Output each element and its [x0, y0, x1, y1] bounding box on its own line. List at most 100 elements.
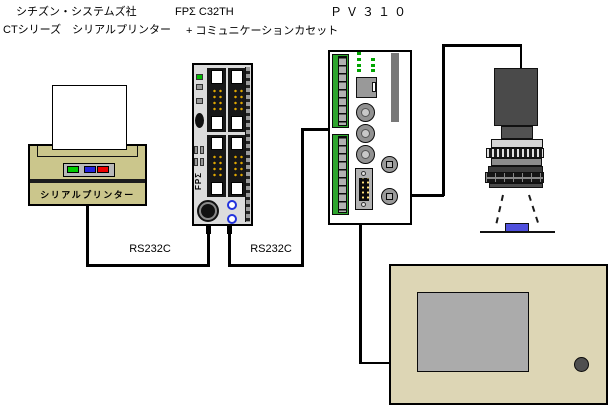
pv-dsub-connector[interactable] — [355, 168, 373, 210]
pv-led — [357, 69, 361, 72]
pv310-unit — [328, 50, 412, 225]
printer-title-line1: シチズン・システムズ社 — [16, 6, 137, 18]
camera-lens-front — [489, 183, 543, 188]
plc-cable-stub — [205, 226, 211, 234]
pv-led — [371, 69, 375, 72]
camera-zoom-ring-line — [486, 177, 543, 179]
pv-terminal-block-top — [332, 54, 349, 128]
plc-status-led — [196, 84, 203, 90]
printer-front-label: シリアルプリンター — [40, 190, 135, 200]
camera-mount-ring — [491, 139, 543, 148]
plc-power-led — [196, 74, 203, 80]
plc-terminal-slot — [231, 182, 243, 195]
plc-side-label: FPΣ — [194, 171, 203, 191]
cable-plc-to-pv-segment — [228, 226, 231, 266]
plc-terminal-block — [207, 68, 226, 132]
plc-pin-grid — [230, 87, 244, 113]
camera-body — [494, 68, 538, 126]
pv-ethernet-latch — [372, 82, 376, 92]
plc-terminal-block — [228, 68, 246, 132]
rs232c-label-right: RS232C — [250, 243, 292, 255]
plc-dip-switch[interactable] — [194, 158, 198, 166]
pv-camera-connector[interactable] — [381, 156, 398, 173]
cable-pv-to-camera-segment — [442, 44, 522, 47]
plc-terminal-slot — [210, 116, 223, 130]
camera-focus-ring[interactable] — [486, 148, 544, 158]
camera-neck — [501, 126, 533, 139]
plc-blue-port[interactable] — [227, 214, 237, 224]
pv-bnc-connector[interactable] — [356, 103, 375, 122]
pv-led — [357, 58, 361, 61]
printer-button-red[interactable] — [97, 166, 109, 173]
plc-terminal-slot — [231, 116, 243, 130]
pv-terminal-block-bottom — [332, 134, 349, 215]
conveyor-line — [480, 231, 555, 233]
plc-blue-port[interactable] — [227, 200, 237, 210]
monitor-knob[interactable] — [574, 357, 589, 372]
plc-terminal-block — [228, 135, 246, 197]
pv-camera-connector[interactable] — [381, 188, 398, 205]
plc-pin-grid — [210, 153, 223, 179]
cable-pv-to-camera-segment — [442, 44, 445, 196]
cable-pv-to-monitor-segment — [359, 224, 362, 364]
pv-terminal-screws — [338, 136, 347, 213]
camera-lens-barrel — [491, 158, 542, 166]
plc-status-led — [196, 98, 203, 104]
plc-terminal-slot — [210, 137, 223, 150]
pv-camera-connector-core — [385, 160, 393, 168]
plc-round-connector-core — [201, 204, 215, 218]
pv-camera-connector-core — [385, 192, 393, 200]
fov-line-left — [495, 194, 504, 224]
plc-pin-grid — [210, 87, 223, 113]
pv-led — [357, 64, 361, 67]
camera-zoom-ring[interactable] — [485, 172, 544, 183]
printer-top-outline — [37, 146, 138, 157]
printer-title-line2: CTシリーズ シリアルプリンター — [3, 24, 172, 36]
plc-terminal-slot — [210, 182, 223, 195]
printer-paper-sheet — [52, 85, 127, 150]
pv-terminal-screws — [338, 56, 347, 126]
plc-dip-switch[interactable] — [200, 146, 204, 154]
pv-bnc-connector[interactable] — [356, 124, 375, 143]
plc-terminal-slot — [231, 137, 243, 150]
fov-line-right — [528, 194, 539, 223]
dsub-screw — [361, 202, 366, 207]
pv-card-slot[interactable] — [391, 53, 399, 122]
serial-printer: シリアルプリンター — [28, 144, 147, 206]
plc-pin-grid — [230, 153, 244, 179]
printer-button-blue[interactable] — [84, 166, 96, 173]
cable-plc-to-pv-segment — [301, 128, 329, 131]
cable-pv-to-monitor-segment — [359, 361, 391, 364]
plc-round-connector[interactable] — [197, 200, 219, 222]
pv-led — [371, 64, 375, 67]
plc-terminal-slot — [210, 70, 223, 84]
plc-tool-port[interactable] — [195, 113, 204, 128]
plc-terminal-block — [207, 135, 226, 197]
plc-dip-switch[interactable] — [200, 158, 204, 166]
pv-bnc-core — [360, 128, 370, 138]
printer-button-panel — [63, 163, 115, 177]
plc-title-line1: FPΣ C32TH — [175, 6, 234, 18]
cable-plc-to-pv-segment — [301, 128, 304, 266]
pv310-title: ＰＶ３１０ — [330, 5, 411, 19]
printer-stripe — [30, 179, 145, 183]
rs232c-label-left: RS232C — [129, 243, 171, 255]
cable-printer-to-plc-segment — [86, 205, 89, 266]
printer-button-green[interactable] — [67, 166, 79, 173]
cable-pv-to-camera-segment — [411, 194, 444, 197]
cable-pv-to-camera-segment — [519, 44, 522, 70]
pv-bnc-core — [360, 107, 370, 117]
plc-dip-switch[interactable] — [194, 146, 198, 154]
pv-bnc-core — [360, 149, 370, 159]
cable-plc-to-pv-segment — [228, 264, 304, 267]
pv-bnc-connector[interactable] — [356, 145, 375, 164]
plc-cable-stub — [226, 226, 232, 234]
plc-terminal-rail — [245, 67, 250, 222]
pv-ethernet-port[interactable] — [356, 77, 377, 98]
pv-led — [371, 58, 375, 61]
target-object — [505, 223, 529, 232]
monitor-screen — [417, 292, 529, 372]
plc-terminal-slot — [231, 70, 243, 84]
plc-title-line2: + コミュニケーションカセット — [186, 25, 339, 37]
